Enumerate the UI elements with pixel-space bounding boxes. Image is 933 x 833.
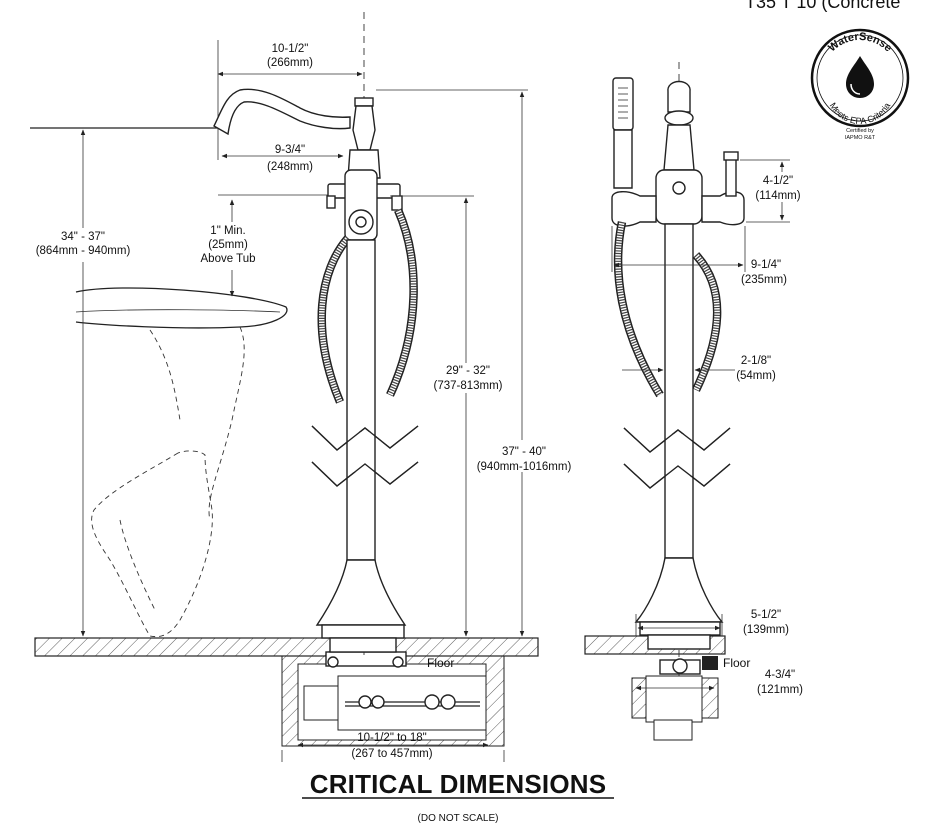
base-diameter-dim-mm: (139mm) — [743, 624, 789, 636]
spout-reach-dim: 9-3/4" — [275, 144, 305, 156]
page-title: CRITICAL DIMENSIONS — [310, 769, 607, 799]
left-side-view: Floor 34" - 37" (864mm - 940mm) 10-1/2" … — [30, 12, 576, 762]
rough-width-dim: 10-1/2" to 18" — [357, 732, 427, 744]
base-diameter-dim: 5-1/2" — [751, 609, 781, 621]
above-tub-dim-mm: (25mm) — [208, 239, 248, 251]
rough-in-box-left — [281, 651, 505, 747]
spout-reach-dim-mm: (248mm) — [267, 161, 313, 173]
faucet-side-view — [213, 88, 419, 653]
handle-spacing-dim-mm: (114mm) — [755, 190, 800, 202]
page-subtitle: (DO NOT SCALE) — [418, 813, 499, 824]
spout-reach-total-dim-mm: (266mm) — [267, 57, 313, 69]
bathtub-outline — [75, 287, 288, 638]
riser-diameter-dim-mm: (54mm) — [736, 370, 776, 382]
faucet-front-view — [611, 77, 745, 650]
cert-line-2: IAPMO R&T — [845, 135, 876, 141]
spout-height-dim-mm: (864mm - 940mm) — [36, 245, 131, 257]
header-partial: T35 T 10 (Concrete — [745, 0, 900, 12]
floor-label-right: Floor — [723, 656, 750, 670]
floor-label-left: Floor — [427, 656, 454, 670]
handle-reach-dim: 9-1/4" — [751, 259, 781, 271]
spout-reach-total-dim: 10-1/2" — [272, 43, 309, 55]
rough-in-box-right — [631, 656, 719, 741]
overall-height-dim-mm: (940mm-1016mm) — [477, 461, 572, 473]
handle-reach-dim-mm: (235mm) — [741, 274, 787, 286]
handle-height-dim-mm: (737-813mm) — [433, 380, 502, 392]
handle-height-dim: 29" - 32" — [446, 365, 490, 377]
right-front-view: Floor 4-1/2" (114mm) 9-1/4" (235mm) 2-1/… — [584, 62, 808, 741]
above-tub-dim: 1" Min. — [210, 225, 245, 237]
handle-spacing-dim: 4-1/2" — [763, 175, 793, 187]
water-drop-icon — [846, 56, 874, 98]
overall-height-dim: 37" - 40" — [502, 446, 546, 458]
above-tub-dim-note: Above Tub — [201, 253, 256, 265]
rough-width-dim-mm: (267 to 457mm) — [351, 748, 432, 760]
rough-depth-dim: 4-3/4" — [765, 669, 795, 681]
floor-slab-left — [34, 637, 539, 657]
spout-height-dim: 34" - 37" — [61, 231, 105, 243]
watersense-badge: WaterSense Meets EPA Criteria Certified … — [810, 28, 910, 141]
riser-diameter-dim: 2-1/8" — [741, 355, 771, 367]
rough-depth-dim-mm: (121mm) — [757, 684, 803, 696]
cert-line-1: Certified by — [846, 128, 874, 134]
